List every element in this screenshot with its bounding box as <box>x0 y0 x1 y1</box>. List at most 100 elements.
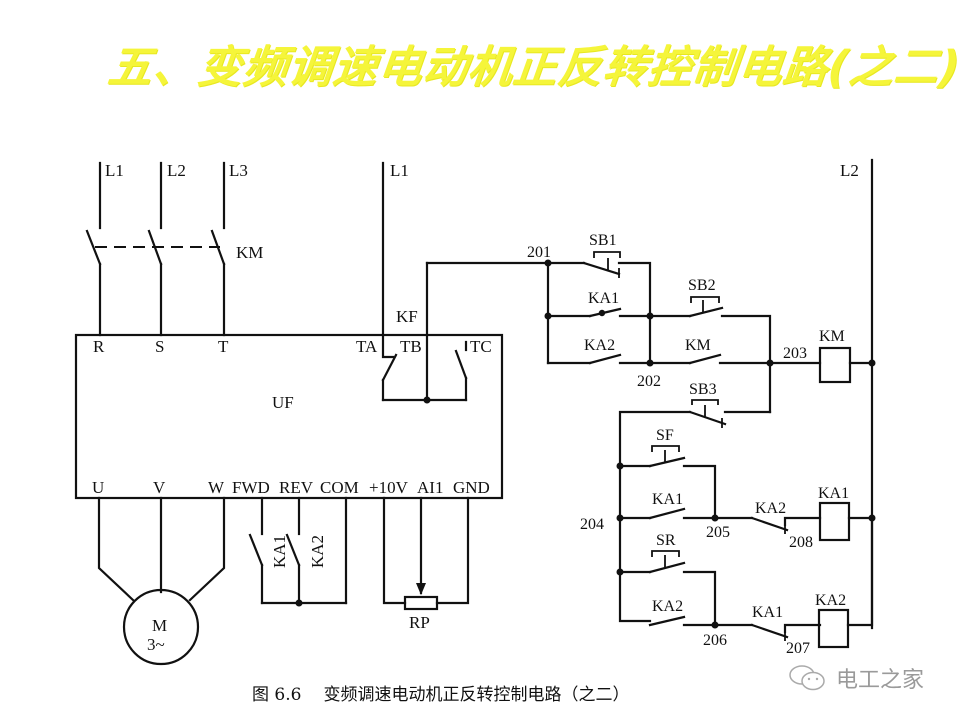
motor-wiring: M 3~ <box>97 496 226 666</box>
label-207: 207 <box>786 640 810 657</box>
terminal-gnd: GND <box>453 478 490 497</box>
ka1-interlock-contact <box>750 623 789 639</box>
terminal-ta: TA <box>356 337 378 356</box>
rev-ka2-contact <box>285 533 301 567</box>
start-section: 201 SB1 KA1 KA2 202 SB2 KM <box>527 232 876 414</box>
sb1-contact <box>582 261 621 276</box>
terminal-tb: TB <box>400 337 422 356</box>
label-row-ka1: KA1 <box>588 290 619 307</box>
label-rev-ka2: KA2 <box>308 535 327 568</box>
node-ka1-left <box>544 312 552 320</box>
figure-title: 变频调速电动机正反转控制电路（之二） <box>323 685 630 705</box>
ka2-interlock-right <box>783 516 822 527</box>
label-201: 201 <box>527 244 551 261</box>
terminal-10v: +10V <box>369 478 409 497</box>
coil-ka2 <box>817 608 850 649</box>
label-208: 208 <box>789 534 813 551</box>
node-206 <box>711 621 719 629</box>
sf-contact <box>648 456 686 468</box>
run-section: SB3 SF 204 KA1 205 KA2 208 KA1 <box>580 381 876 657</box>
sb1-button-head <box>593 251 621 258</box>
potentiometer-wiring: RP <box>382 496 470 632</box>
terminal-tc: TC <box>470 337 492 356</box>
label-206: 206 <box>703 632 727 649</box>
label-204: 204 <box>580 516 604 533</box>
rp-resistor <box>403 595 439 611</box>
label-km-hold: KM <box>685 337 711 354</box>
label-sf: SF <box>656 427 674 444</box>
supply-lines: L1 L2 L3 <box>98 161 248 230</box>
ka1-row-mark <box>598 309 606 317</box>
node-203 <box>766 359 774 367</box>
sr-right <box>682 570 717 627</box>
node-km-rail <box>868 359 876 367</box>
motor-symbol <box>122 588 200 666</box>
terminal-t: T <box>218 337 229 356</box>
tc-contact <box>454 349 468 380</box>
label-coil-km: KM <box>819 328 845 345</box>
node-com <box>295 599 303 607</box>
coil-km <box>818 346 852 384</box>
label-l3: L3 <box>229 161 248 180</box>
terminal-v: V <box>153 478 166 497</box>
sf-button-head <box>651 445 680 452</box>
sb1-right <box>617 261 652 365</box>
label-km-main: KM <box>236 243 263 262</box>
fwd-rev-wiring: KA1 KA2 <box>248 496 348 607</box>
label-sb3: SB3 <box>689 381 717 398</box>
terminal-fwd: FWD <box>232 478 270 497</box>
wechat-icon <box>789 665 825 691</box>
ka2-interlock-contact <box>750 516 789 532</box>
label-control-l2: L2 <box>840 161 859 180</box>
label-control-l1: L1 <box>390 161 409 180</box>
km-hold-contact <box>688 353 722 365</box>
fwd-ka1-contact <box>248 533 264 567</box>
sr-contact <box>648 561 686 574</box>
ta-stub <box>381 333 395 359</box>
kf-relay-wiring: L1 <box>381 161 550 404</box>
ka1-interlock-right <box>783 623 822 634</box>
ka2-hold-contact <box>648 615 686 627</box>
terminal-s: S <box>155 337 164 356</box>
label-l2: L2 <box>167 161 186 180</box>
km-contact-1 <box>85 229 102 266</box>
label-ka2-interlock: KA2 <box>755 500 786 517</box>
watermark-text: 电工之家 <box>836 668 925 693</box>
motor-phase: 3~ <box>147 635 165 654</box>
sb3-button-head <box>691 399 719 405</box>
label-row-ka2: KA2 <box>584 337 615 354</box>
wire-u <box>97 496 135 602</box>
terminal-w: W <box>208 478 225 497</box>
sb2-contact <box>688 306 724 318</box>
rp-wiper-arrow <box>416 583 426 595</box>
label-kf: KF <box>396 307 418 326</box>
label-ka1-hold: KA1 <box>652 491 683 508</box>
label-rp: RP <box>409 613 430 632</box>
km-main-contacts: KM <box>85 229 263 337</box>
label-fwd-ka1: KA1 <box>270 535 289 568</box>
sf-right <box>682 464 717 520</box>
ta-contact <box>381 353 398 382</box>
node-205 <box>711 514 719 522</box>
label-ka2-hold: KA2 <box>652 598 683 615</box>
label-l1: L1 <box>105 161 124 180</box>
motor-label: M <box>152 616 167 635</box>
terminal-rev: REV <box>279 478 314 497</box>
inverter-label: UF <box>272 393 294 412</box>
coil-ka1 <box>818 501 851 542</box>
sr-button-head <box>651 550 680 557</box>
label-sb2: SB2 <box>688 277 716 294</box>
label-205: 205 <box>706 524 730 541</box>
coil-ka2-right <box>846 518 874 627</box>
watermark: 电工之家 <box>788 660 924 696</box>
label-coil-ka2: KA2 <box>815 592 846 609</box>
terminal-r: R <box>93 337 105 356</box>
wire-gnd <box>435 496 470 605</box>
label-202: 202 <box>637 373 661 390</box>
sb3-contact <box>688 410 727 426</box>
label-ka1-interlock: KA1 <box>752 604 783 621</box>
sb2-right <box>720 314 772 414</box>
node-kf-common <box>423 396 431 404</box>
